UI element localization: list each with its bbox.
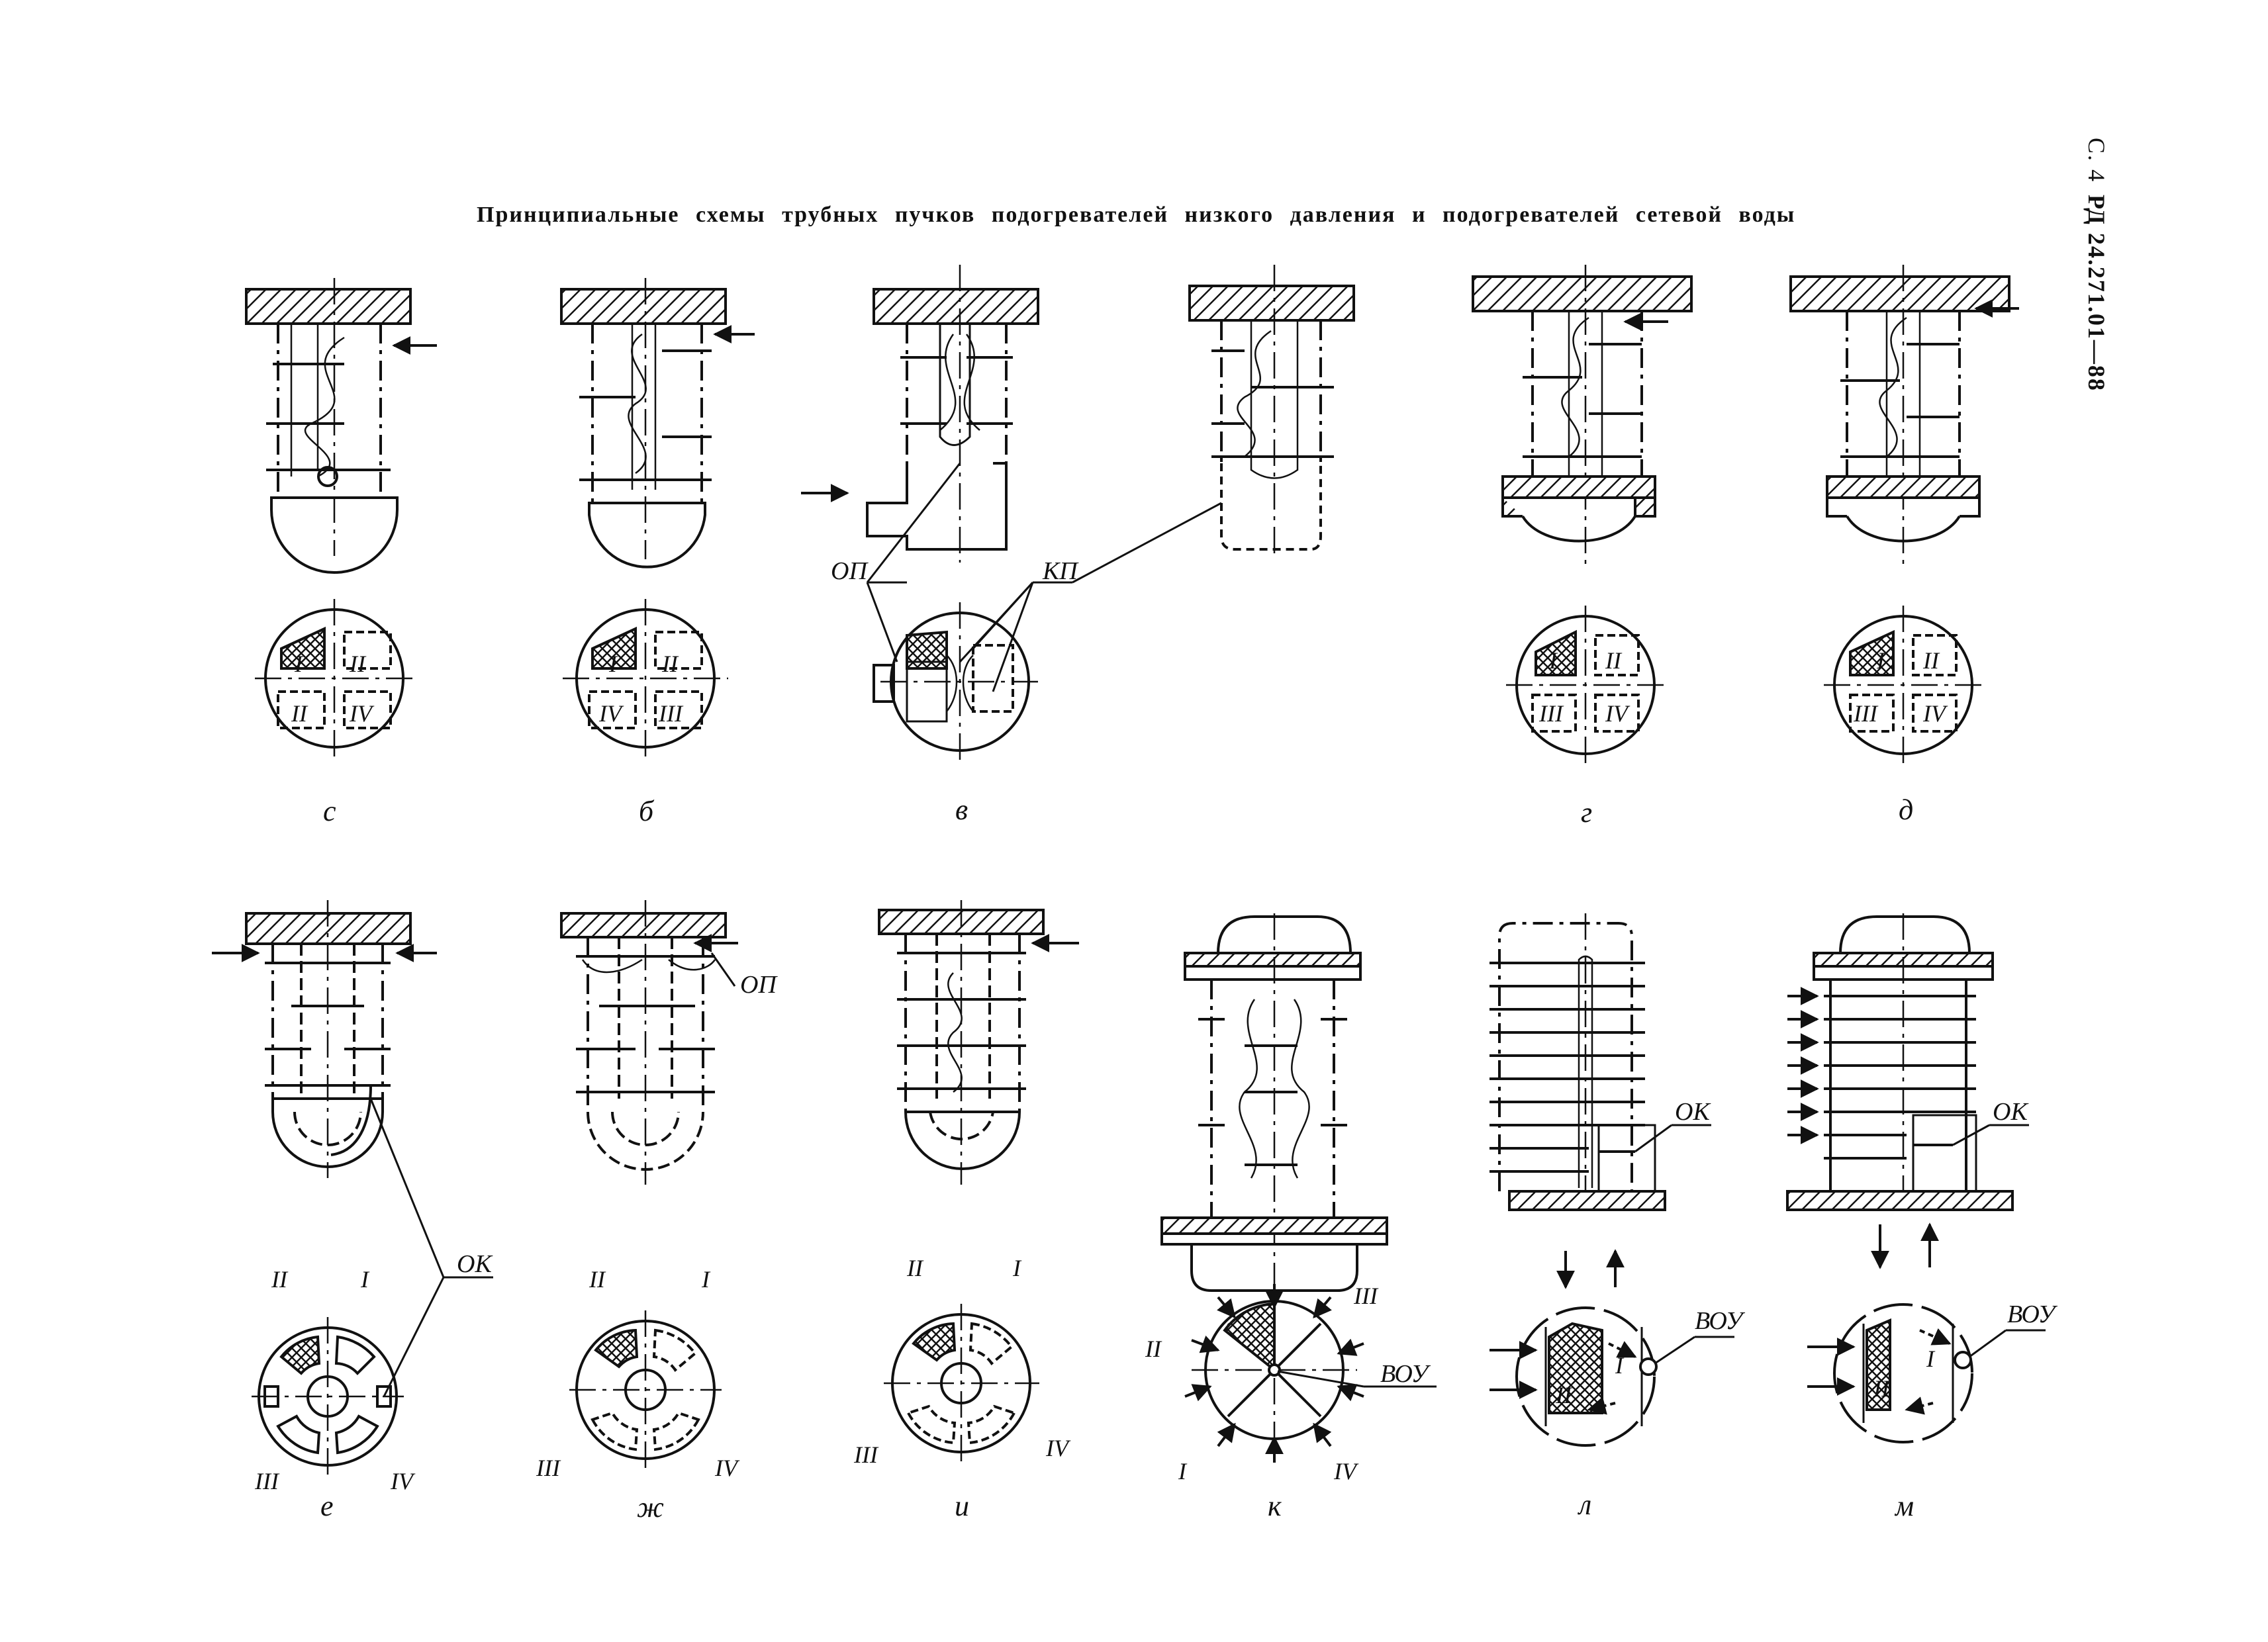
label-kp: КП [1042,557,1079,585]
leaders-ok [369,1098,2046,1397]
scheme-d [1789,265,2019,768]
caption-i: и [955,1490,969,1522]
roman-d-1: I [1876,647,1886,674]
roman-a-3: II [291,700,308,727]
caption-m: м [1894,1490,1914,1522]
roman-a-1: I [294,651,304,677]
scheme-k [1160,913,1388,1463]
label-ok-1: ОК [457,1250,493,1278]
labels: с б в г д е ж и к л м ОП КП ОП ОК ОК ОК … [254,557,2058,1524]
label-op-1: ОП [831,557,869,585]
roman-k-4: IV [1333,1458,1359,1484]
page-title: Принципиальные схемы трубных пучков подо… [477,203,1796,227]
roman-d-3: III [1853,700,1879,727]
label-vou-3: ВОУ [2007,1300,2058,1328]
roman-k-1: III [1353,1283,1379,1309]
label-op-2: ОП [740,971,778,999]
roman-e-3: III [254,1468,280,1494]
roman-k-2: II [1145,1336,1162,1362]
roman-b-4: III [658,700,684,727]
roman-a-2: II [349,651,367,677]
roman-b-1: I [608,651,618,677]
roman-a-4: IV [349,700,375,727]
scheme-zh [560,900,738,1469]
roman-e-1: II [271,1266,289,1293]
roman-zh-4: IV [714,1455,740,1481]
roman-g-1: I [1548,647,1558,674]
caption-a: с [323,795,336,827]
roman-zh-1: II [589,1266,606,1293]
roman-b-3: IV [598,700,624,727]
leaders-op-kp [866,463,1222,692]
caption-d: д [1899,794,1913,826]
roman-k-3: I [1178,1458,1188,1484]
roman-g-2: II [1605,647,1623,674]
roman-l-2: II [1555,1382,1573,1408]
roman-i-1: II [906,1255,924,1281]
scheme-g [1472,265,1693,768]
scheme-i [878,900,1079,1463]
scheme-a [245,278,437,761]
roman-g-4: IV [1605,700,1630,727]
roman-zh-2: I [701,1266,711,1293]
roman-zh-3: III [536,1455,561,1481]
roman-g-3: III [1538,700,1564,727]
label-ok-2: ОК [1675,1098,1711,1126]
caption-b: б [639,795,655,827]
scheme-b [560,278,755,761]
roman-e-4: IV [390,1468,416,1494]
caption-l: л [1577,1488,1591,1521]
caption-k: к [1268,1490,1282,1522]
caption-v: в [955,794,968,826]
scheme-v-right [1188,265,1355,556]
label-ok-3: ОК [1993,1098,2028,1126]
roman-i-4: IV [1045,1435,1071,1461]
roman-e-2: I [360,1266,370,1293]
roman-i-2: I [1012,1255,1022,1281]
roman-b-2: II [661,651,679,677]
roman-d-2: II [1922,647,1940,674]
caption-e: е [320,1490,334,1522]
caption-g: г [1581,796,1592,829]
label-vou-1: ВОУ [1380,1360,1431,1388]
scheme-m [1786,913,2014,1443]
scheme-l [1489,913,1695,1447]
label-vou-2: ВОУ [1695,1307,1746,1335]
caption-zh: ж [637,1491,664,1524]
roman-d-4: IV [1922,700,1948,727]
roman-i-3: III [853,1441,879,1468]
roman-l-1: I [1615,1352,1625,1379]
roman-m-2: II [1873,1375,1891,1402]
scheme-v [801,265,1039,761]
roman-m-1: I [1926,1346,1936,1372]
scheme-e [212,900,437,1476]
